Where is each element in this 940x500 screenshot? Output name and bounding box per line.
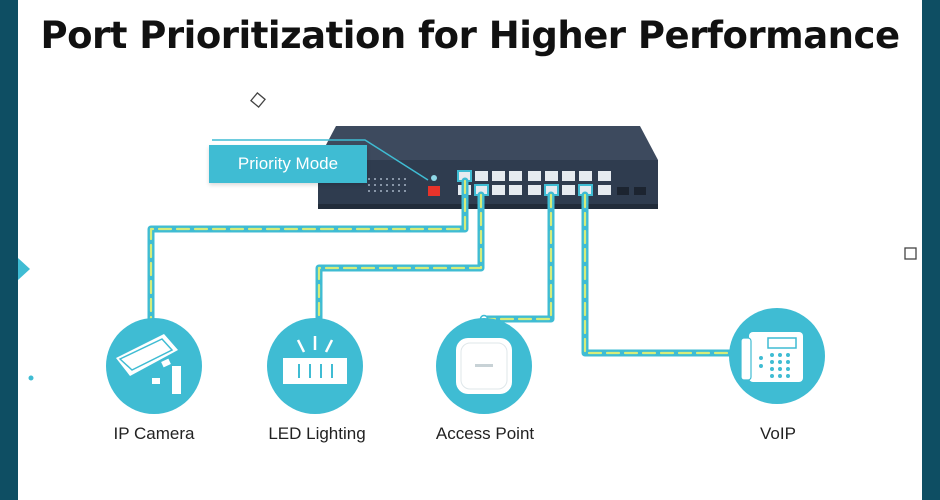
page-title: Port Prioritization for Higher Performan… [40,14,900,57]
voip-node [729,308,825,404]
access-point-label: Access Point [435,424,535,443]
deco-square-right [904,247,917,260]
camera-icon [116,334,181,394]
priority-mode-label: Priority Mode [209,145,367,183]
switch-vents [368,178,406,192]
voip-label: VoIP [760,424,796,443]
network-switch [318,126,658,209]
led-lighting-node [267,318,363,414]
ip-camera-node [106,318,202,414]
ip-camera-label: IP Camera [113,424,195,443]
deco-triangle [18,258,30,280]
access-point-node [436,318,532,414]
phone-icon [740,332,803,382]
priority-mode-button [428,186,440,196]
access-point-icon [456,338,512,394]
led-light-icon [283,336,347,384]
diagram-canvas [18,0,922,500]
deco-square [250,92,266,108]
led-lighting-label: LED Lighting [268,424,366,443]
priority-pointer-line [212,139,429,181]
cables [146,177,745,358]
deco-dot [28,375,34,381]
